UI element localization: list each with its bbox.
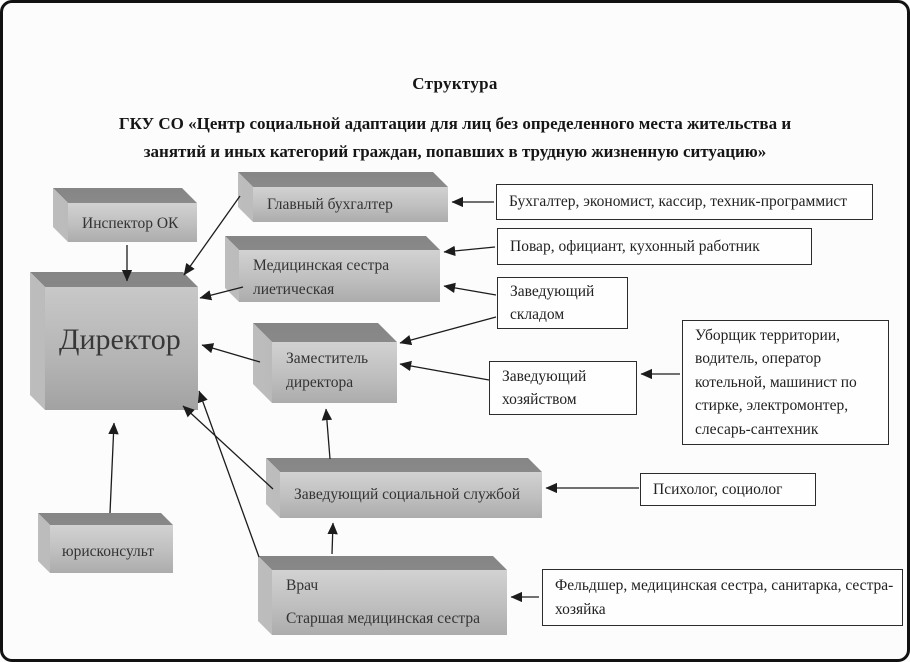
box-front-face <box>280 472 542 518</box>
box-front-face <box>272 570 507 635</box>
staff-box-text-line-1: Заведующий <box>510 282 595 300</box>
staff-box-text: Повар, официант, кухонный работник <box>510 237 760 255</box>
node-label: Заведующий социальной службой <box>294 486 521 503</box>
staff-box-text-line-2: водитель, оператор <box>695 350 822 368</box>
node-label: Главный бухгалтер <box>267 196 393 213</box>
staff-box-psychologist: Психолог, социолог <box>640 473 816 506</box>
arrow-household-to-deputy <box>399 360 490 381</box>
diagram-header: Структура ГКУ СО «Центр социальной адапт… <box>0 74 910 166</box>
box-front-face <box>253 187 448 222</box>
box-front-face <box>239 250 440 302</box>
arrow-deputy-to-director <box>201 343 261 363</box>
staff-box-household: Заведующий хозяйством <box>489 361 637 415</box>
node-label: Врач Старшая медицинская сестра <box>286 574 503 631</box>
node-label-line-1: Медицинская сестра <box>253 257 390 274</box>
node-label: Заместитель директора <box>286 347 393 395</box>
node-diet-nurse: Медицинская сестра лиетическая <box>225 236 440 302</box>
staff-box-text-line-1: Заведующий <box>502 367 587 385</box>
node-chief-accountant: Главный бухгалтер <box>238 172 448 222</box>
node-doctor: Врач Старшая медицинская сестра <box>258 556 507 635</box>
node-label-line-1: Врач <box>286 577 319 594</box>
node-label-line-1: Заместитель <box>286 350 369 367</box>
staff-box-text-line-2: складом <box>510 306 565 323</box>
diagram-title: Структура <box>412 74 498 93</box>
node-label-line-2: лиетическая <box>253 281 335 298</box>
arrow-social-head-to-deputy <box>321 408 333 460</box>
box-front-face <box>50 525 173 573</box>
staff-box-text-line-2: хозяйка <box>555 600 606 618</box>
arrow-warehouse-to-deputy <box>399 316 497 346</box>
arrow-doctor-to-social-head <box>327 522 338 555</box>
node-label: Медицинская сестра лиетическая <box>253 254 436 302</box>
node-label-line-2: Старшая медицинская сестра <box>286 610 480 627</box>
staff-box-text-line-5: слесарь-сантехник <box>695 420 819 438</box>
node-label: юрисконсульт <box>62 543 155 560</box>
staff-box-warehouse: Заведующий складом <box>497 277 628 329</box>
staff-box-text-line-1: Фельдшер, медицинская сестра, санитарка,… <box>555 577 894 594</box>
arrow-kitchen-to-diet-nurse <box>443 245 496 257</box>
box-front-face <box>45 287 198 410</box>
staff-box-medical: Фельдшер, медицинская сестра, санитарка,… <box>542 569 903 626</box>
staff-box-text-line-3: котельной, машинист по <box>695 373 857 391</box>
staff-box-text-line-4: стирке, электромонтер, <box>695 397 849 415</box>
diagram-subtitle: ГКУ СО «Центр социальной адаптации для л… <box>0 110 910 166</box>
arrow-doctor-to-director <box>197 390 260 558</box>
box-front-face <box>68 203 197 242</box>
box-front-face <box>272 342 397 403</box>
staff-box-text-line-1: Уборщик территории, <box>695 326 841 344</box>
staff-box-text: Бухгалтер, экономист, кассир, техник-про… <box>509 193 848 211</box>
staff-box-maintenance: Уборщик территории, водитель, оператор к… <box>682 320 889 445</box>
subtitle-line-1: ГКУ СО «Центр социальной адаптации для л… <box>118 114 792 133</box>
node-deputy-director: Заместитель директора <box>253 323 397 403</box>
arrow-social-head-to-director <box>182 405 274 490</box>
node-social-service-head: Заведующий социальной службой <box>266 458 542 518</box>
staff-box-text-line-2: хозяйством <box>502 391 577 408</box>
staff-box-kitchen: Повар, официант, кухонный работник <box>497 228 812 265</box>
node-inspector-ok: Инспектор ОК <box>53 188 197 242</box>
node-label: Инспектор ОК <box>82 215 179 232</box>
node-label: Директор <box>59 323 181 356</box>
staff-box-accounting: Бухгалтер, экономист, кассир, техник-про… <box>496 184 873 220</box>
arrow-legal-to-director <box>108 422 119 514</box>
arrow-warehouse-to-diet-nurse <box>443 282 497 296</box>
node-director: Директор <box>30 272 198 410</box>
subtitle-line-2: занятий и иных категорий граждан, попавш… <box>143 142 767 161</box>
node-legal-counsel: юрисконсульт <box>38 513 173 573</box>
staff-box-text: Психолог, социолог <box>653 480 783 498</box>
node-label-line-2: директора <box>286 374 354 391</box>
